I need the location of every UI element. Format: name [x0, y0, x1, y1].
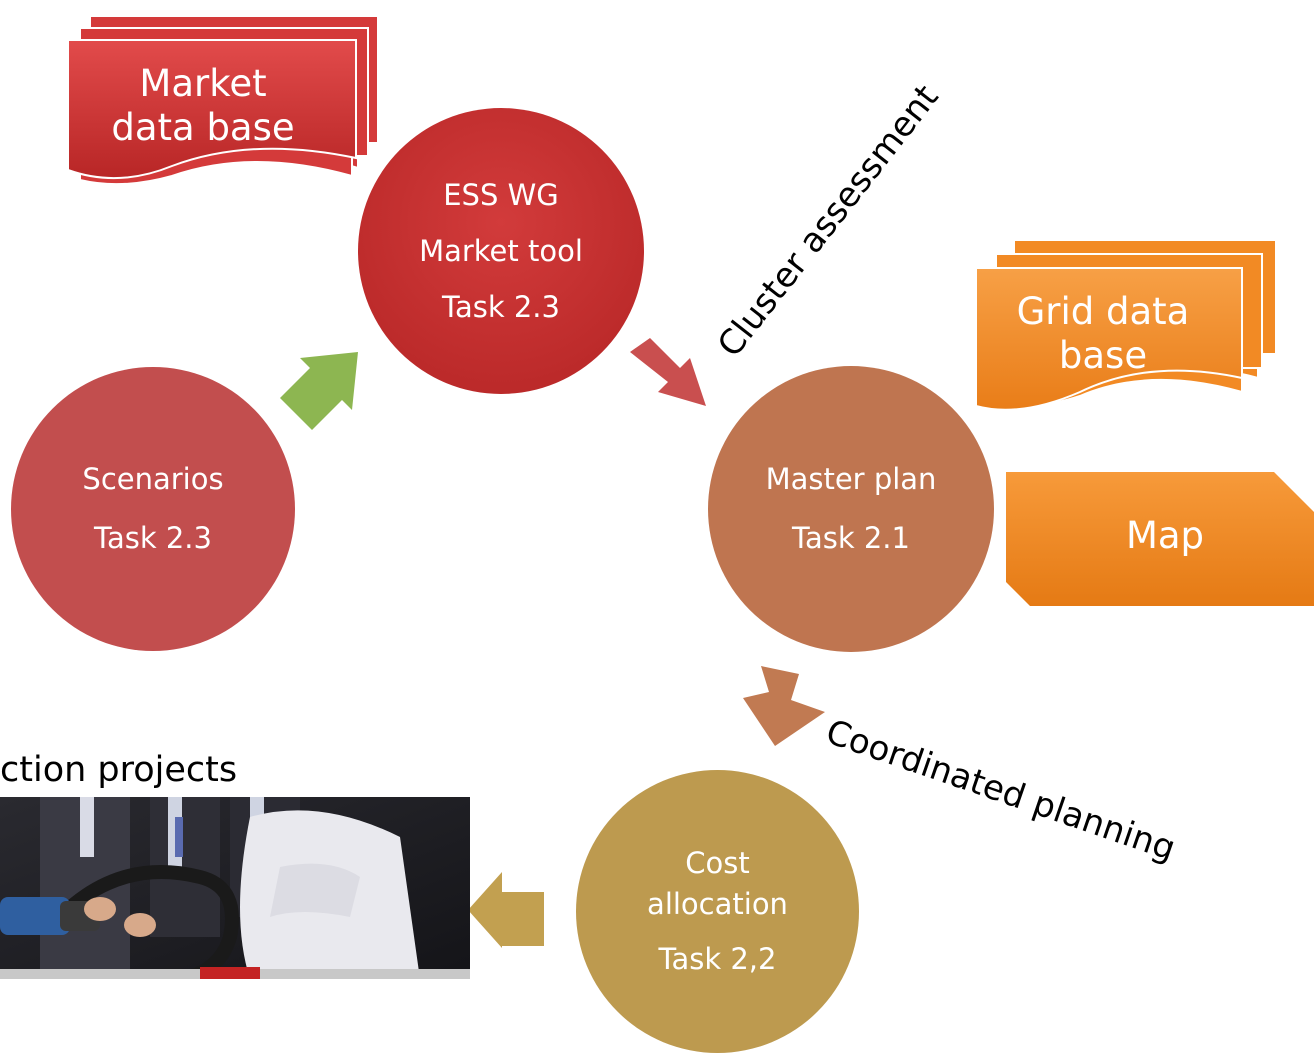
scenarios-to-ess-arrow — [280, 352, 358, 430]
ess-wg-line-3: Task 2.3 — [442, 289, 560, 324]
grid-database-line-2: base — [1058, 334, 1148, 378]
ess-wg-market-tool-node: ESS WG Market tool Task 2.3 — [358, 108, 644, 394]
market-database-line-1: Market — [139, 62, 267, 105]
grid-database-label: Grid data base — [996, 290, 1210, 379]
coordinated-planning-label: Coordinated planning — [820, 712, 1181, 870]
cost-allocation-line-3: Task 2,2 — [658, 942, 777, 976]
ev-charging-photo — [0, 797, 470, 979]
scenarios-line-1: Scenarios — [82, 462, 224, 496]
cost-allocation-node: Cost allocation Task 2,2 — [576, 770, 859, 1053]
grid-database-line-1: Grid data — [1016, 290, 1190, 333]
ess-to-master-plan-arrow — [630, 338, 706, 406]
ess-wg-line-1: ESS WG — [443, 177, 559, 212]
ess-wg-line-2: Market tool — [419, 233, 583, 268]
market-database-line-2: data base — [111, 106, 295, 150]
master-plan-line-1: Master plan — [765, 462, 937, 496]
cost-allocation-line-2: allocation — [647, 887, 788, 921]
scenarios-node: Scenarios Task 2.3 — [11, 367, 295, 651]
cluster-assessment-label: Cluster assessment — [710, 77, 947, 365]
master-plan-to-cost-arrow — [743, 666, 825, 746]
photo-caption: ction projects — [0, 750, 238, 790]
map-label: Map — [1125, 514, 1205, 557]
map-shape — [1006, 472, 1314, 606]
market-database-label: Market data base — [98, 62, 308, 151]
master-plan-node: Master plan Task 2.1 — [708, 366, 994, 652]
scenarios-line-2: Task 2.3 — [94, 521, 212, 555]
grid-database-shape — [975, 239, 1277, 411]
market-database-shape — [67, 15, 379, 186]
cost-allocation-line-1: Cost — [685, 846, 750, 880]
master-plan-line-2: Task 2.1 — [792, 521, 910, 555]
cost-to-projects-arrow — [468, 872, 544, 948]
